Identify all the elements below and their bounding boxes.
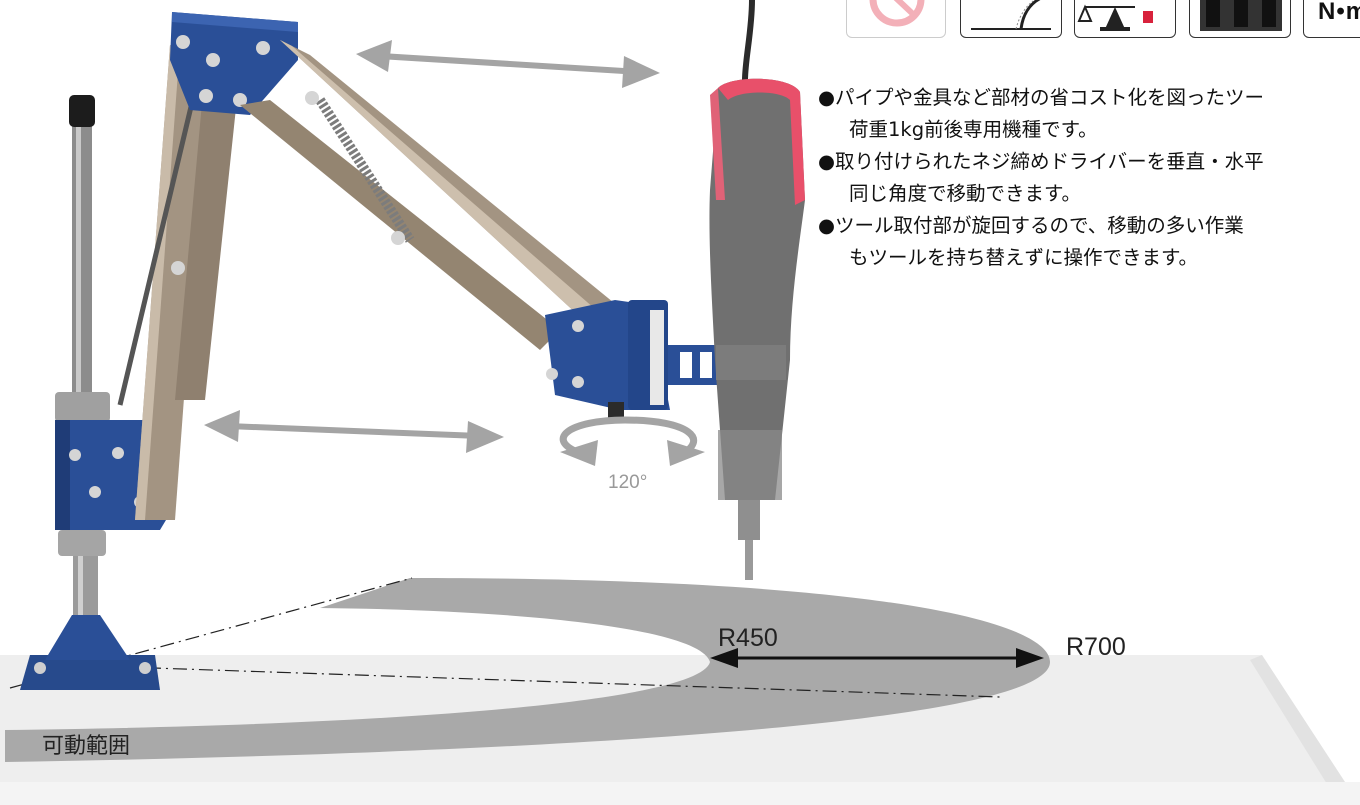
vertical-arm <box>117 45 240 520</box>
feature-list: ●パイプや金具など部材の省コスト化を図ったツー 荷重1kg前後専用機種です。 ●… <box>818 82 1360 274</box>
outer-radius-label: R700 <box>1066 633 1126 661</box>
tool-holder <box>545 300 738 418</box>
movement-arrows <box>204 40 660 453</box>
movable-range-label: 可動範囲 <box>42 733 131 758</box>
rotation-angle-label: 120° <box>608 472 648 493</box>
feature-2-line-1: ●取り付けられたネジ締めドライバーを垂直・水平 <box>818 150 1264 173</box>
range-band <box>5 578 1050 762</box>
no-use-icon <box>846 0 946 38</box>
torque-unit-icon: N•m <box>1303 0 1360 38</box>
feature-3-line-1: ●ツール取付部が旋回するので、移動の多い作業 <box>818 214 1244 237</box>
top-bracket <box>170 12 298 115</box>
spring-arm-icon <box>960 0 1062 38</box>
inner-radius-label: R450 <box>718 624 778 652</box>
guide-lines <box>9 577 1001 698</box>
feature-3-line-2: もツールを持ち替えずに操作できます。 <box>849 246 1199 269</box>
screwdriver-tool <box>709 0 805 580</box>
radius-arrow <box>710 648 1044 668</box>
base-plate <box>20 615 160 690</box>
torque-tools-icon <box>1189 0 1291 38</box>
horizontal-arm <box>240 40 635 350</box>
feature-1-line-2: 荷重1kg前後専用機種です。 <box>849 118 1098 141</box>
rotation-arrow <box>559 416 705 466</box>
balance-weight-icon <box>1074 0 1176 38</box>
feature-1-line-1: ●パイプや金具など部材の省コスト化を図ったツー <box>818 86 1265 109</box>
torque-unit-text: N•m <box>1318 0 1360 25</box>
feature-2-line-2: 同じ角度で移動できます。 <box>849 182 1082 205</box>
support-pole <box>55 95 110 620</box>
